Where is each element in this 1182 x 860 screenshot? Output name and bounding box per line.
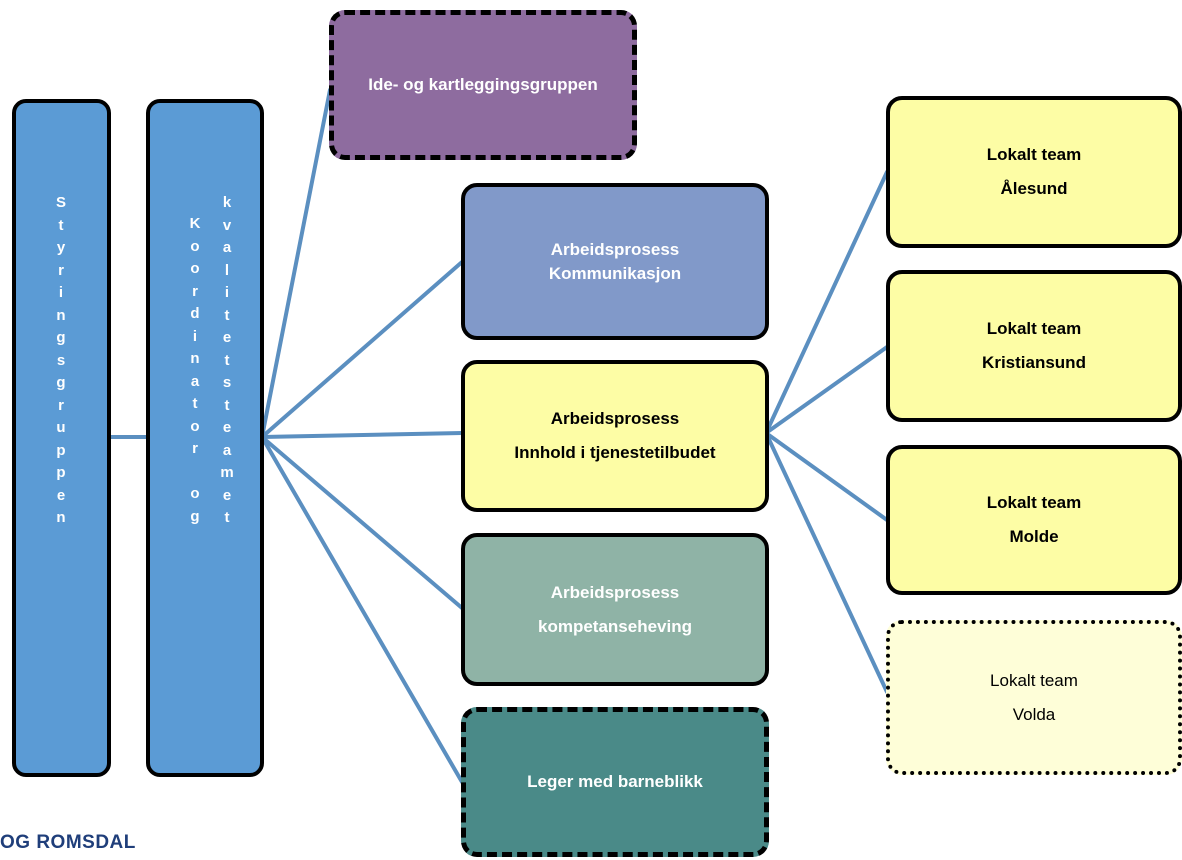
kommunikasjon-box: Arbeidsprosess Kommunikasjon	[461, 183, 769, 340]
leger-box: Leger med barneblikk	[461, 707, 769, 857]
team-alesund-box: Lokalt team Ålesund	[886, 96, 1182, 248]
molde-line1: Lokalt team	[986, 493, 1082, 512]
molde-line2: Molde	[1009, 527, 1059, 546]
kvalitetsteamet-letter: t	[224, 509, 230, 526]
kvalitetsteamet-letter: k	[222, 194, 232, 211]
connector-to-kommunikasjon	[260, 260, 464, 439]
koordinator-letter: t	[192, 395, 198, 412]
innhold-line1: Arbeidsprosess	[550, 409, 680, 428]
styringsgruppen-letter: t	[58, 216, 64, 234]
koordinator-letter: r	[192, 282, 198, 300]
alesund-line1: Lokalt team	[986, 145, 1082, 164]
kommunikasjon-line2: Kommunikasjon	[548, 263, 682, 283]
connector-to-leger	[260, 435, 464, 784]
koordinator-letter: a	[190, 372, 200, 390]
connector-to-molde	[764, 431, 889, 522]
styringsgruppen-letter: r	[58, 396, 64, 414]
innhold-line2: Innhold i tjenestetilbudet	[514, 443, 716, 462]
volda-line2: Volda	[1012, 704, 1056, 724]
kompetanse-line2: kompetanseheving	[538, 616, 692, 636]
styringsgruppen-letter: S	[55, 194, 66, 211]
connector-to-kristiansund	[764, 345, 889, 435]
volda-line1: Lokalt team	[990, 670, 1078, 690]
logo-text: OG ROMSDAL	[0, 832, 136, 853]
koordinator-letter: o	[190, 417, 200, 435]
styringsgruppen-letter: n	[56, 306, 66, 324]
ide-kartlegging-label: Ide- og kartleggingsgruppen	[368, 75, 598, 94]
kvalitetsteamet-letter: t	[224, 351, 230, 369]
leger-label: Leger med barneblikk	[527, 772, 703, 791]
alesund-line2: Ålesund	[1000, 179, 1068, 198]
koordinator-letter: d	[190, 305, 200, 322]
kvalitetsteamet-letter: m	[220, 464, 234, 481]
koordinator-kvalitetsteam-box	[146, 99, 264, 777]
styringsgruppen-letter: p	[56, 441, 66, 459]
kvalitetsteamet-letter: t	[224, 396, 230, 414]
kvalitetsteamet-letter: a	[222, 441, 232, 459]
styringsgruppen-letter: e	[56, 486, 66, 504]
connector-to-ide	[260, 88, 332, 439]
connector-to-kompetanse	[260, 435, 464, 610]
innhold-box: Arbeidsprosess Innhold i tjenestetilbude…	[461, 360, 769, 512]
koordinator-letter: i	[192, 327, 198, 345]
koordinator-letter: K	[189, 215, 201, 232]
koordinator-letter: o	[190, 485, 200, 502]
koordinator-letter: o	[190, 260, 200, 277]
styringsgruppen-letter: n	[56, 509, 66, 526]
team-molde-box: Lokalt team Molde	[886, 445, 1182, 595]
styringsgruppen-letter: i	[58, 284, 64, 301]
kristiansund-line2: Kristiansund	[982, 353, 1086, 372]
styringsgruppen-letter: u	[56, 419, 66, 436]
styringsgruppen-letter: g	[56, 329, 66, 346]
kvalitetsteamet-letter: a	[222, 239, 232, 256]
styringsgruppen-letter: p	[56, 464, 66, 481]
kvalitetsteamet-letter: l	[224, 261, 230, 279]
kvalitetsteamet-letter: s	[222, 374, 232, 391]
kvalitetsteamet-letter: e	[222, 486, 232, 504]
styringsgruppen-letter: y	[56, 239, 66, 256]
koordinator-letter: n	[190, 350, 200, 367]
styringsgruppen-letter: s	[56, 351, 66, 369]
kompetanse-line1: Arbeidsprosess	[550, 582, 680, 602]
kristiansund-line1: Lokalt team	[986, 319, 1082, 338]
team-volda-box: Lokalt team Volda	[886, 620, 1182, 775]
team-kristiansund-box: Lokalt team Kristiansund	[886, 270, 1182, 422]
kvalitetsteamet-letter: t	[224, 306, 230, 324]
styringsgruppen-letter: r	[58, 261, 64, 279]
connector-to-alesund	[764, 170, 889, 435]
kvalitetsteamet-letter: i	[224, 284, 230, 301]
koordinator-letter: g	[190, 507, 200, 525]
connector-to-volda	[764, 431, 889, 694]
connector-to-innhold	[260, 431, 464, 439]
styringsgruppen-letter: g	[56, 374, 66, 391]
koordinator-letter	[187, 461, 203, 484]
koordinator-letter: r	[192, 440, 198, 457]
koordinator-letter: o	[190, 237, 200, 255]
kompetanse-box: Arbeidsprosess kompetanseheving	[461, 533, 769, 686]
kvalitetsteamet-letter: e	[222, 419, 232, 436]
kommunikasjon-line1: Arbeidsprosess	[550, 239, 680, 259]
styringsgruppen-box	[12, 99, 111, 777]
ide-kartlegging-box: Ide- og kartleggingsgruppen	[329, 10, 637, 160]
kvalitetsteamet-letter: e	[222, 329, 232, 346]
kvalitetsteamet-letter: v	[222, 216, 232, 234]
